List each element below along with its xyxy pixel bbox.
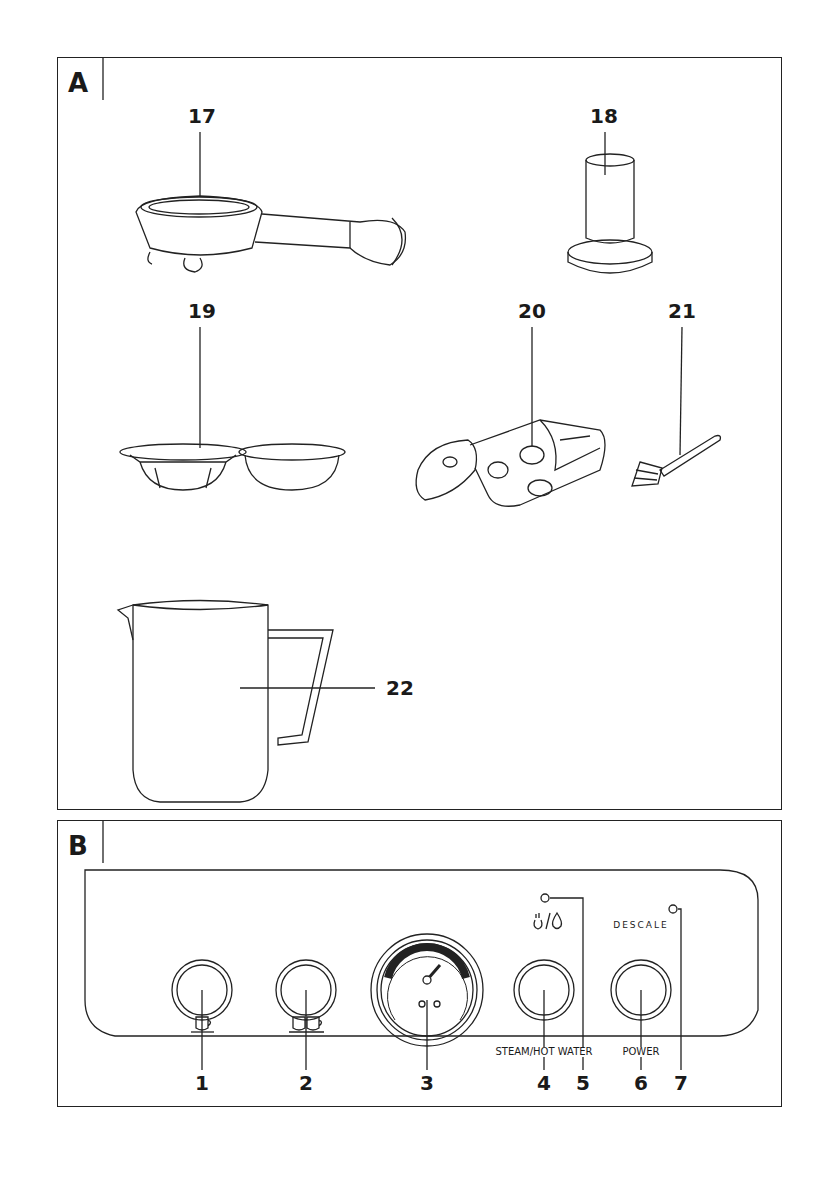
button-label: POWER bbox=[621, 1047, 660, 1057]
callout-number: 17 bbox=[188, 106, 216, 126]
panel-letter: B bbox=[68, 833, 88, 859]
figure-panel: A bbox=[57, 57, 782, 810]
callout-number: 4 bbox=[537, 1073, 551, 1093]
callout-number: 22 bbox=[386, 678, 414, 698]
tamper bbox=[568, 132, 652, 273]
callout-number: 21 bbox=[668, 301, 696, 321]
portafilter bbox=[136, 132, 405, 272]
callout-number: 5 bbox=[576, 1073, 590, 1093]
filter-baskets bbox=[120, 327, 345, 490]
callout-number: 20 bbox=[518, 301, 546, 321]
callout-number: 3 bbox=[420, 1073, 434, 1093]
callout-number: 18 bbox=[590, 106, 618, 126]
accessory-holder bbox=[416, 327, 605, 506]
button-label: STEAM/HOT WATER bbox=[494, 1047, 593, 1057]
milk-pitcher bbox=[118, 601, 375, 803]
button-label: DESCALE bbox=[612, 921, 669, 930]
callout-number: 19 bbox=[188, 301, 216, 321]
callout-number: 6 bbox=[634, 1073, 648, 1093]
callout-number: 2 bbox=[299, 1073, 313, 1093]
callout-number: 1 bbox=[195, 1073, 209, 1093]
control-panel bbox=[85, 870, 758, 1070]
callout-number: 7 bbox=[674, 1073, 688, 1093]
panel-letter: A bbox=[68, 70, 88, 96]
brush bbox=[632, 327, 720, 486]
figure-panel: B bbox=[57, 820, 782, 1107]
